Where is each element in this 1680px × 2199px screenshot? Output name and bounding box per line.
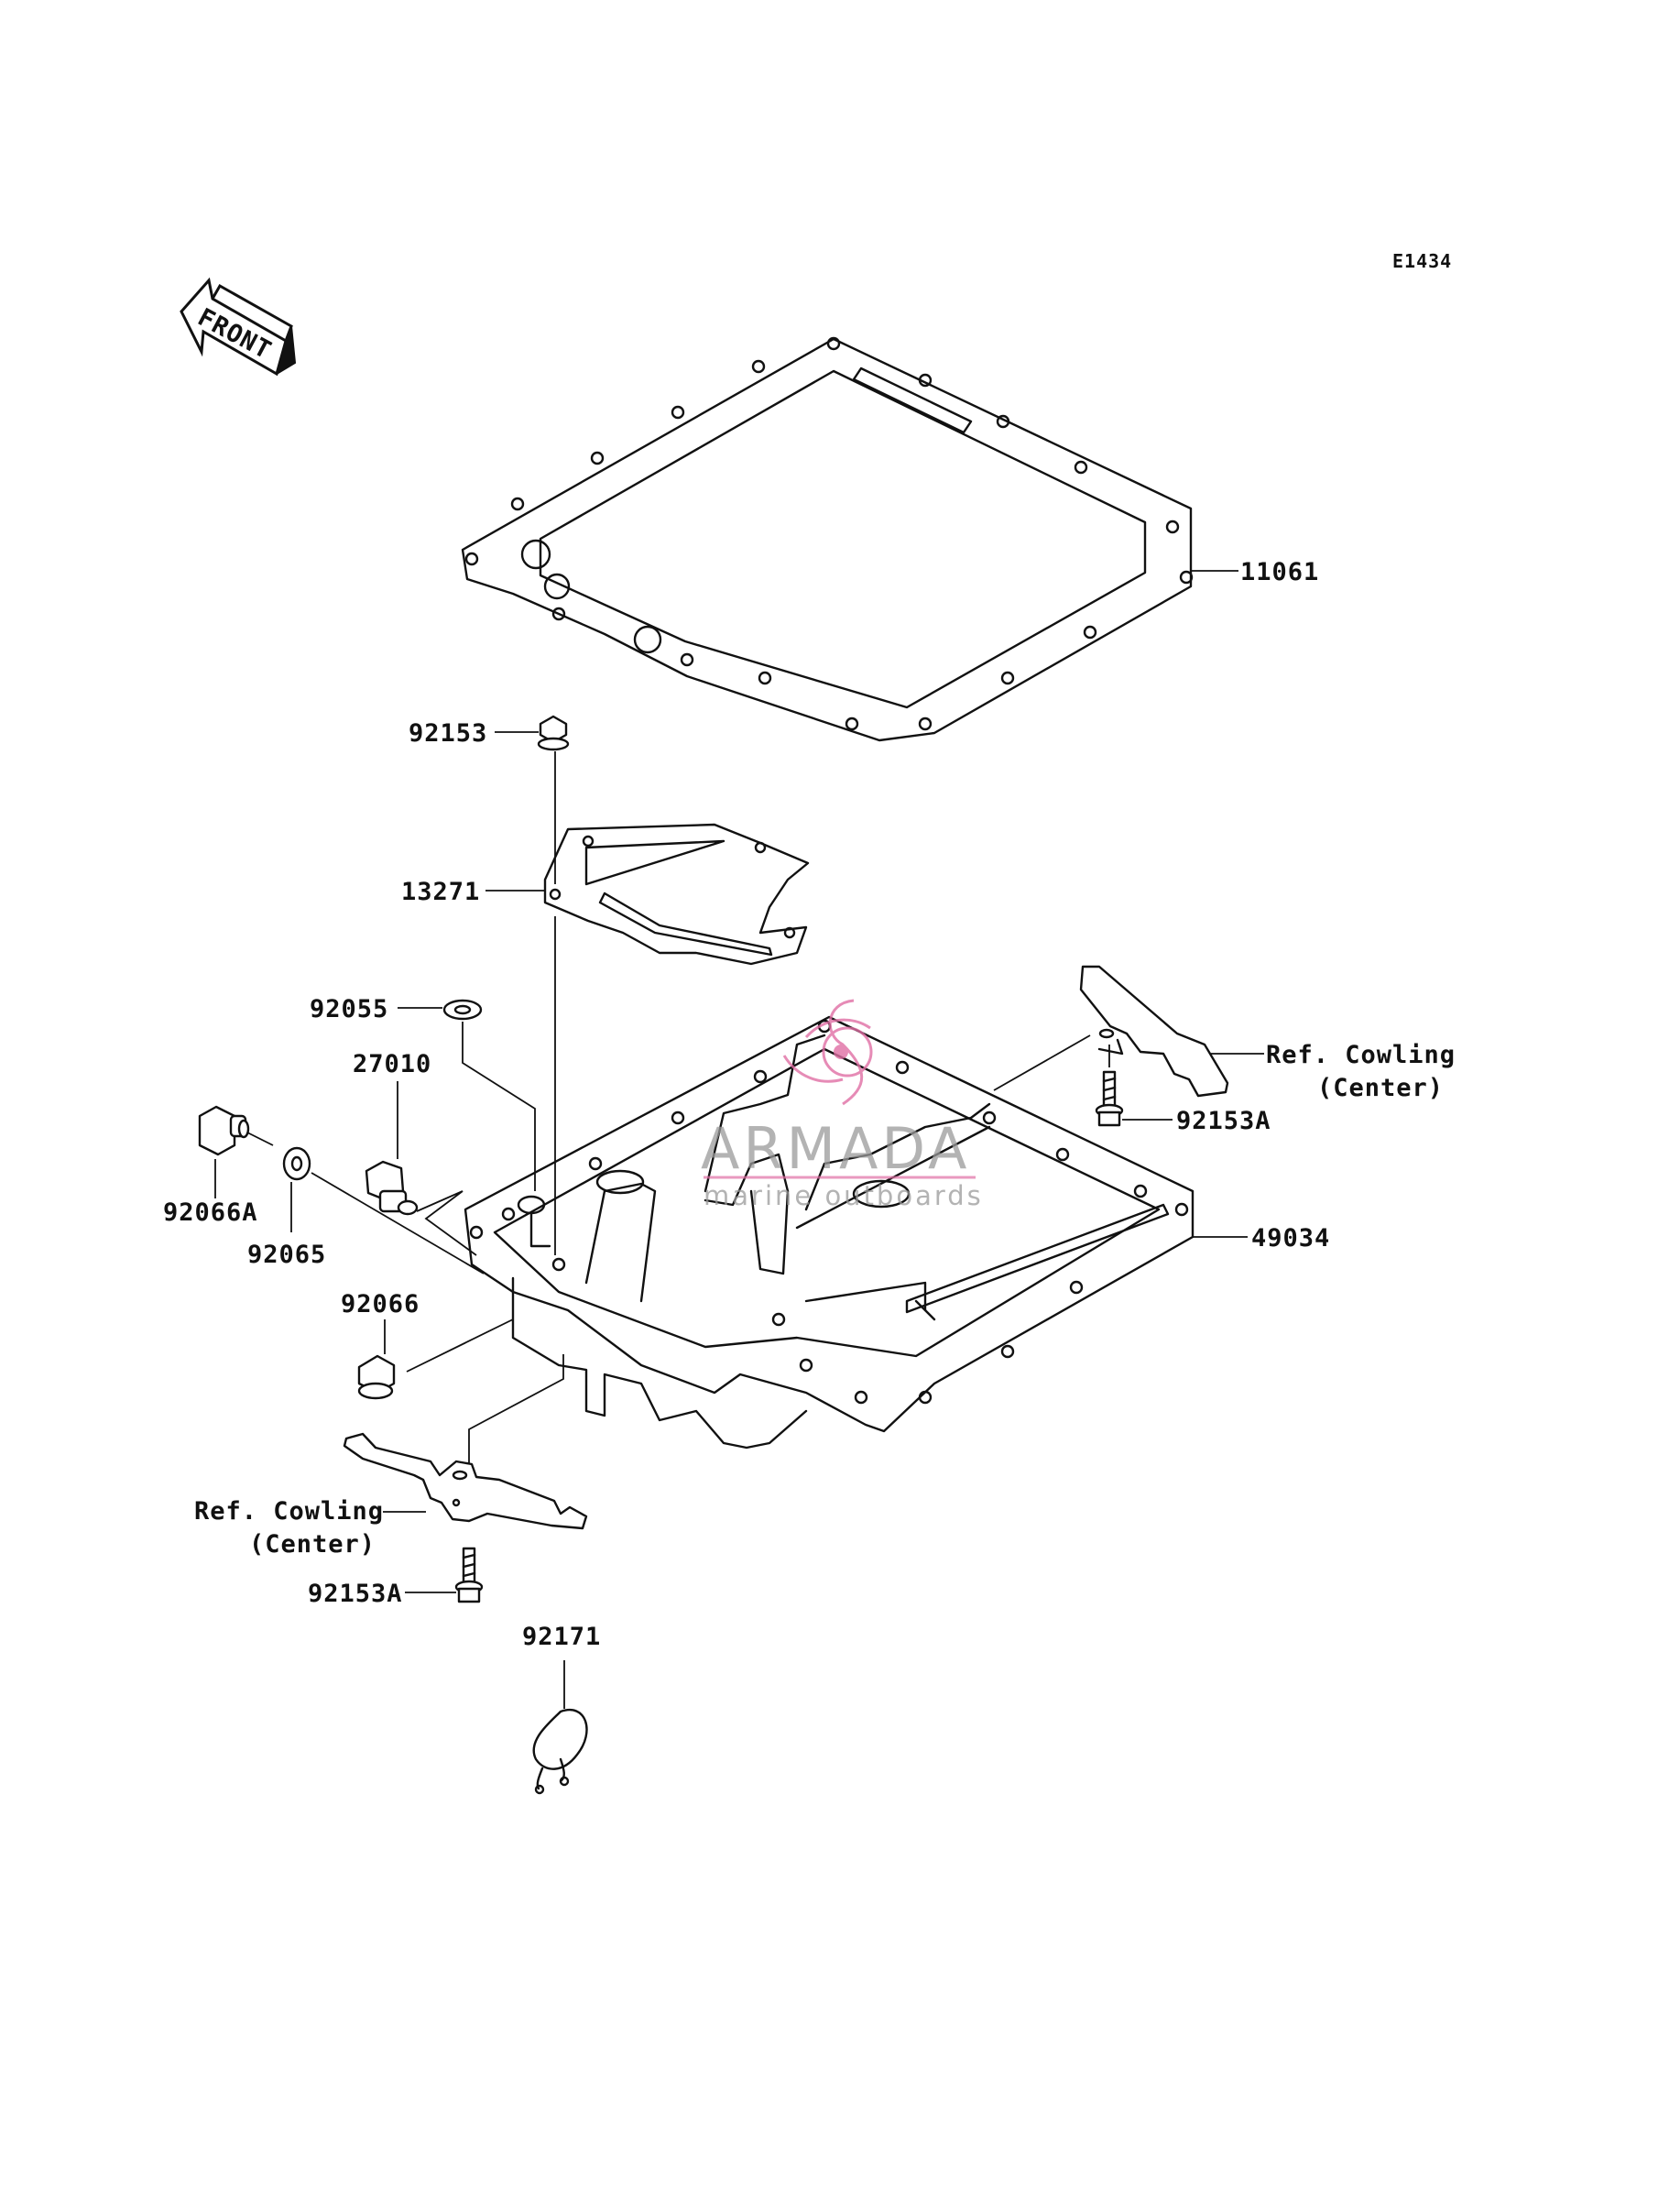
- bracket-left: [343, 1432, 588, 1530]
- watermark-tagline: marine outboards: [704, 1180, 984, 1211]
- callout-27010: 27010: [353, 1050, 431, 1078]
- plug-92066: [357, 1354, 396, 1400]
- callout-ref-cowling-right: Ref. Cowling: [1266, 1041, 1456, 1069]
- switch-27010: [365, 1160, 419, 1216]
- callout-92055: 92055: [310, 995, 388, 1023]
- washer-92055: [442, 999, 483, 1021]
- callout-92153: 92153: [409, 719, 487, 748]
- gasket-bolt-holes: [464, 336, 1194, 731]
- callout-92065: 92065: [247, 1241, 326, 1269]
- clamp-92171: [532, 1709, 588, 1795]
- bolt-92153: [537, 715, 570, 751]
- callout-92066: 92066: [341, 1290, 420, 1318]
- plate-13271: [543, 823, 810, 966]
- callout-ref-cowling-right-sub: (Center): [1317, 1074, 1444, 1102]
- callout-92153a-left: 92153A: [308, 1580, 403, 1608]
- callout-92066a: 92066A: [163, 1198, 258, 1227]
- callout-92153a-right: 92153A: [1176, 1107, 1271, 1135]
- callout-92171: 92171: [522, 1623, 601, 1651]
- bracket-right: [1079, 965, 1229, 1098]
- watermark-logo-icon: [782, 999, 873, 1106]
- callout-49034: 49034: [1251, 1224, 1330, 1253]
- callout-11061: 11061: [1240, 558, 1319, 586]
- watermark: ARMADA marine outboards: [701, 999, 984, 1211]
- washer-92065: [282, 1146, 311, 1181]
- front-arrow-icon: FRONT: [180, 277, 297, 377]
- diagram-code: E1434: [1392, 250, 1452, 272]
- watermark-name: ARMADA: [701, 1115, 970, 1182]
- callout-ref-cowling-left-sub: (Center): [249, 1530, 376, 1559]
- gasket-11061: [461, 336, 1194, 742]
- callout-13271: 13271: [401, 878, 480, 906]
- bolt-92153a-left: [454, 1547, 484, 1603]
- oilpan-49034: [464, 1015, 1195, 1450]
- plug-92066a: [198, 1105, 250, 1156]
- callout-ref-cowling-left: Ref. Cowling: [194, 1497, 384, 1526]
- oilpan-bolt-bosses: [469, 1019, 1189, 1405]
- bolt-92153a-right: [1095, 1045, 1124, 1127]
